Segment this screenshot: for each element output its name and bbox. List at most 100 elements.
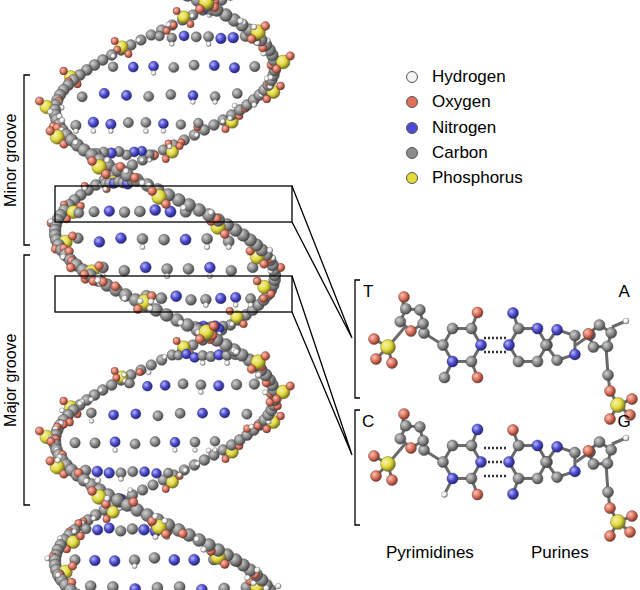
atom — [209, 61, 219, 71]
atom — [472, 307, 483, 318]
atom — [260, 294, 268, 302]
atom — [139, 180, 145, 186]
atom — [583, 328, 594, 339]
atom — [277, 82, 285, 90]
atom — [169, 62, 179, 72]
atom — [247, 365, 256, 374]
base-pair-bracket — [355, 410, 360, 525]
atom — [35, 427, 43, 435]
atom — [286, 52, 294, 60]
atom — [569, 447, 580, 458]
atom — [588, 342, 599, 353]
atom — [472, 424, 483, 435]
atom — [95, 262, 104, 271]
atom — [602, 458, 613, 469]
atom — [202, 233, 213, 244]
atom — [104, 468, 115, 479]
atom — [237, 18, 243, 24]
atom — [196, 380, 206, 390]
atom — [272, 395, 280, 403]
atom — [103, 515, 111, 523]
atom — [627, 511, 638, 522]
atom — [74, 208, 84, 218]
atom — [91, 129, 96, 134]
atom — [260, 260, 269, 269]
atom — [166, 90, 176, 100]
atom — [198, 390, 203, 395]
atom — [214, 381, 224, 391]
groove-label: Minor groove — [2, 114, 20, 207]
atom — [209, 0, 218, 1]
atom — [222, 455, 230, 463]
atom — [170, 437, 180, 447]
atom — [149, 61, 159, 71]
atom — [532, 473, 543, 484]
atom — [130, 584, 141, 590]
atom — [532, 323, 543, 334]
atom — [111, 367, 118, 374]
atom — [188, 91, 198, 101]
atom — [231, 379, 242, 390]
atom — [399, 292, 410, 303]
atom — [116, 526, 127, 537]
atom — [169, 554, 180, 565]
atom — [262, 390, 268, 396]
atom — [143, 129, 148, 134]
atom — [232, 103, 237, 108]
atom — [88, 157, 97, 166]
atom — [286, 382, 294, 390]
atom — [89, 207, 99, 217]
atom — [147, 158, 152, 163]
atom — [418, 318, 429, 329]
atom — [206, 448, 211, 453]
atom — [406, 443, 417, 454]
atom — [438, 340, 449, 351]
atom — [472, 372, 483, 383]
atom — [256, 372, 262, 378]
base-pair-bracket — [355, 280, 360, 398]
atom — [48, 109, 54, 115]
atom — [605, 414, 616, 425]
atom — [89, 419, 94, 424]
atom — [152, 582, 163, 590]
atom — [161, 129, 166, 134]
group-label: Pyrimidines — [386, 543, 474, 563]
legend-text: Carbon — [432, 143, 488, 163]
atom — [213, 448, 218, 453]
atom — [125, 378, 135, 388]
atom — [68, 562, 76, 570]
atom — [552, 324, 563, 335]
atom — [72, 529, 77, 534]
atom — [153, 534, 158, 539]
atom — [195, 5, 204, 14]
atom — [220, 560, 229, 569]
atom — [77, 92, 87, 102]
atom — [104, 495, 110, 501]
atom — [504, 457, 515, 468]
atom — [131, 409, 141, 419]
atom — [176, 142, 183, 149]
atom — [588, 459, 599, 470]
atom — [220, 119, 225, 124]
atom — [161, 530, 170, 539]
atom — [233, 303, 238, 308]
atom — [144, 91, 154, 101]
atom — [201, 546, 207, 552]
atom — [267, 290, 275, 298]
atom — [381, 340, 396, 355]
atom — [605, 386, 616, 397]
atom — [399, 409, 410, 420]
major-groove-bracket — [24, 255, 30, 505]
atom — [159, 234, 170, 245]
atom — [177, 473, 182, 478]
atom — [190, 13, 195, 18]
group-label: Purines — [531, 543, 589, 563]
atom — [73, 140, 79, 146]
atom — [128, 488, 133, 493]
atom — [623, 318, 629, 324]
atom — [136, 368, 143, 375]
atom — [140, 244, 145, 249]
atom — [206, 42, 211, 47]
atom — [248, 303, 253, 308]
atom — [189, 130, 200, 141]
